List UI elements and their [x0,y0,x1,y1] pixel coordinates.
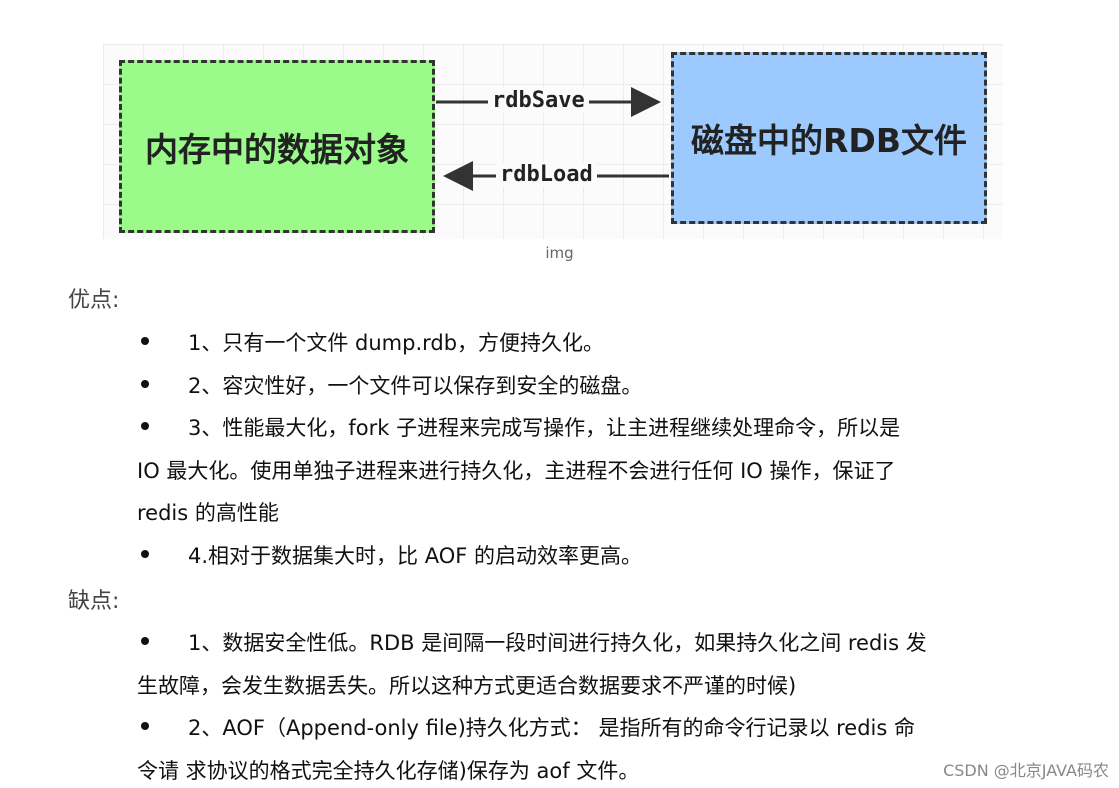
pros-item-2: 2、容灾性好，一个文件可以保存到安全的磁盘。 [188,374,643,398]
rdbload-label: rdbLoad [496,162,597,187]
pros-heading: 优点: [68,288,120,313]
disk-rdb-box: 磁盘中的RDB文件 [671,52,987,224]
bullet [141,337,149,345]
diagram-arrows [436,87,669,191]
csdn-watermark: CSDN @北京JAVA码农 [943,761,1109,780]
bullet [141,422,149,430]
pros-item-1: 1、只有一个文件 dump.rdb，方便持久化。 [188,331,605,355]
pros-item-3-line-2: IO 最大化。使用单独子进程来进行持久化，主进程不会进行任何 IO 操作，保证了 [137,459,896,483]
pros-item-3-line-3: redis 的高性能 [137,501,279,525]
bullet [141,637,149,645]
image-caption: img [545,244,574,262]
memory-data-box: 内存中的数据对象 [119,60,435,233]
rdb-diagram: 内存中的数据对象 磁盘中的RDB文件 rdbSave rdbLoad [103,44,1003,239]
cons-item-2-line-2: 令请 求协议的格式完全持久化存储)保存为 aof 文件。 [137,759,640,783]
rdbsave-label: rdbSave [488,88,589,113]
cons-item-2-line-1: 2、AOF（Append-only file)持久化方式： 是指所有的命令行记录… [188,716,916,740]
cons-heading: 缺点: [68,589,120,614]
cons-item-1-line-2: 生故障，会发生数据丢失。所以这种方式更适合数据要求不严谨的时候) [137,674,797,698]
bullet [141,550,149,558]
bullet [141,380,149,388]
bullet [141,722,149,730]
pros-item-4: 4.相对于数据集大时，比 AOF 的启动效率更高。 [188,544,642,568]
pros-item-3-line-1: 3、性能最大化，fork 子进程来完成写操作，让主进程继续处理命令，所以是 [188,416,901,440]
cons-item-1-line-1: 1、数据安全性低。RDB 是间隔一段时间进行持久化，如果持久化之间 redis … [188,631,927,655]
